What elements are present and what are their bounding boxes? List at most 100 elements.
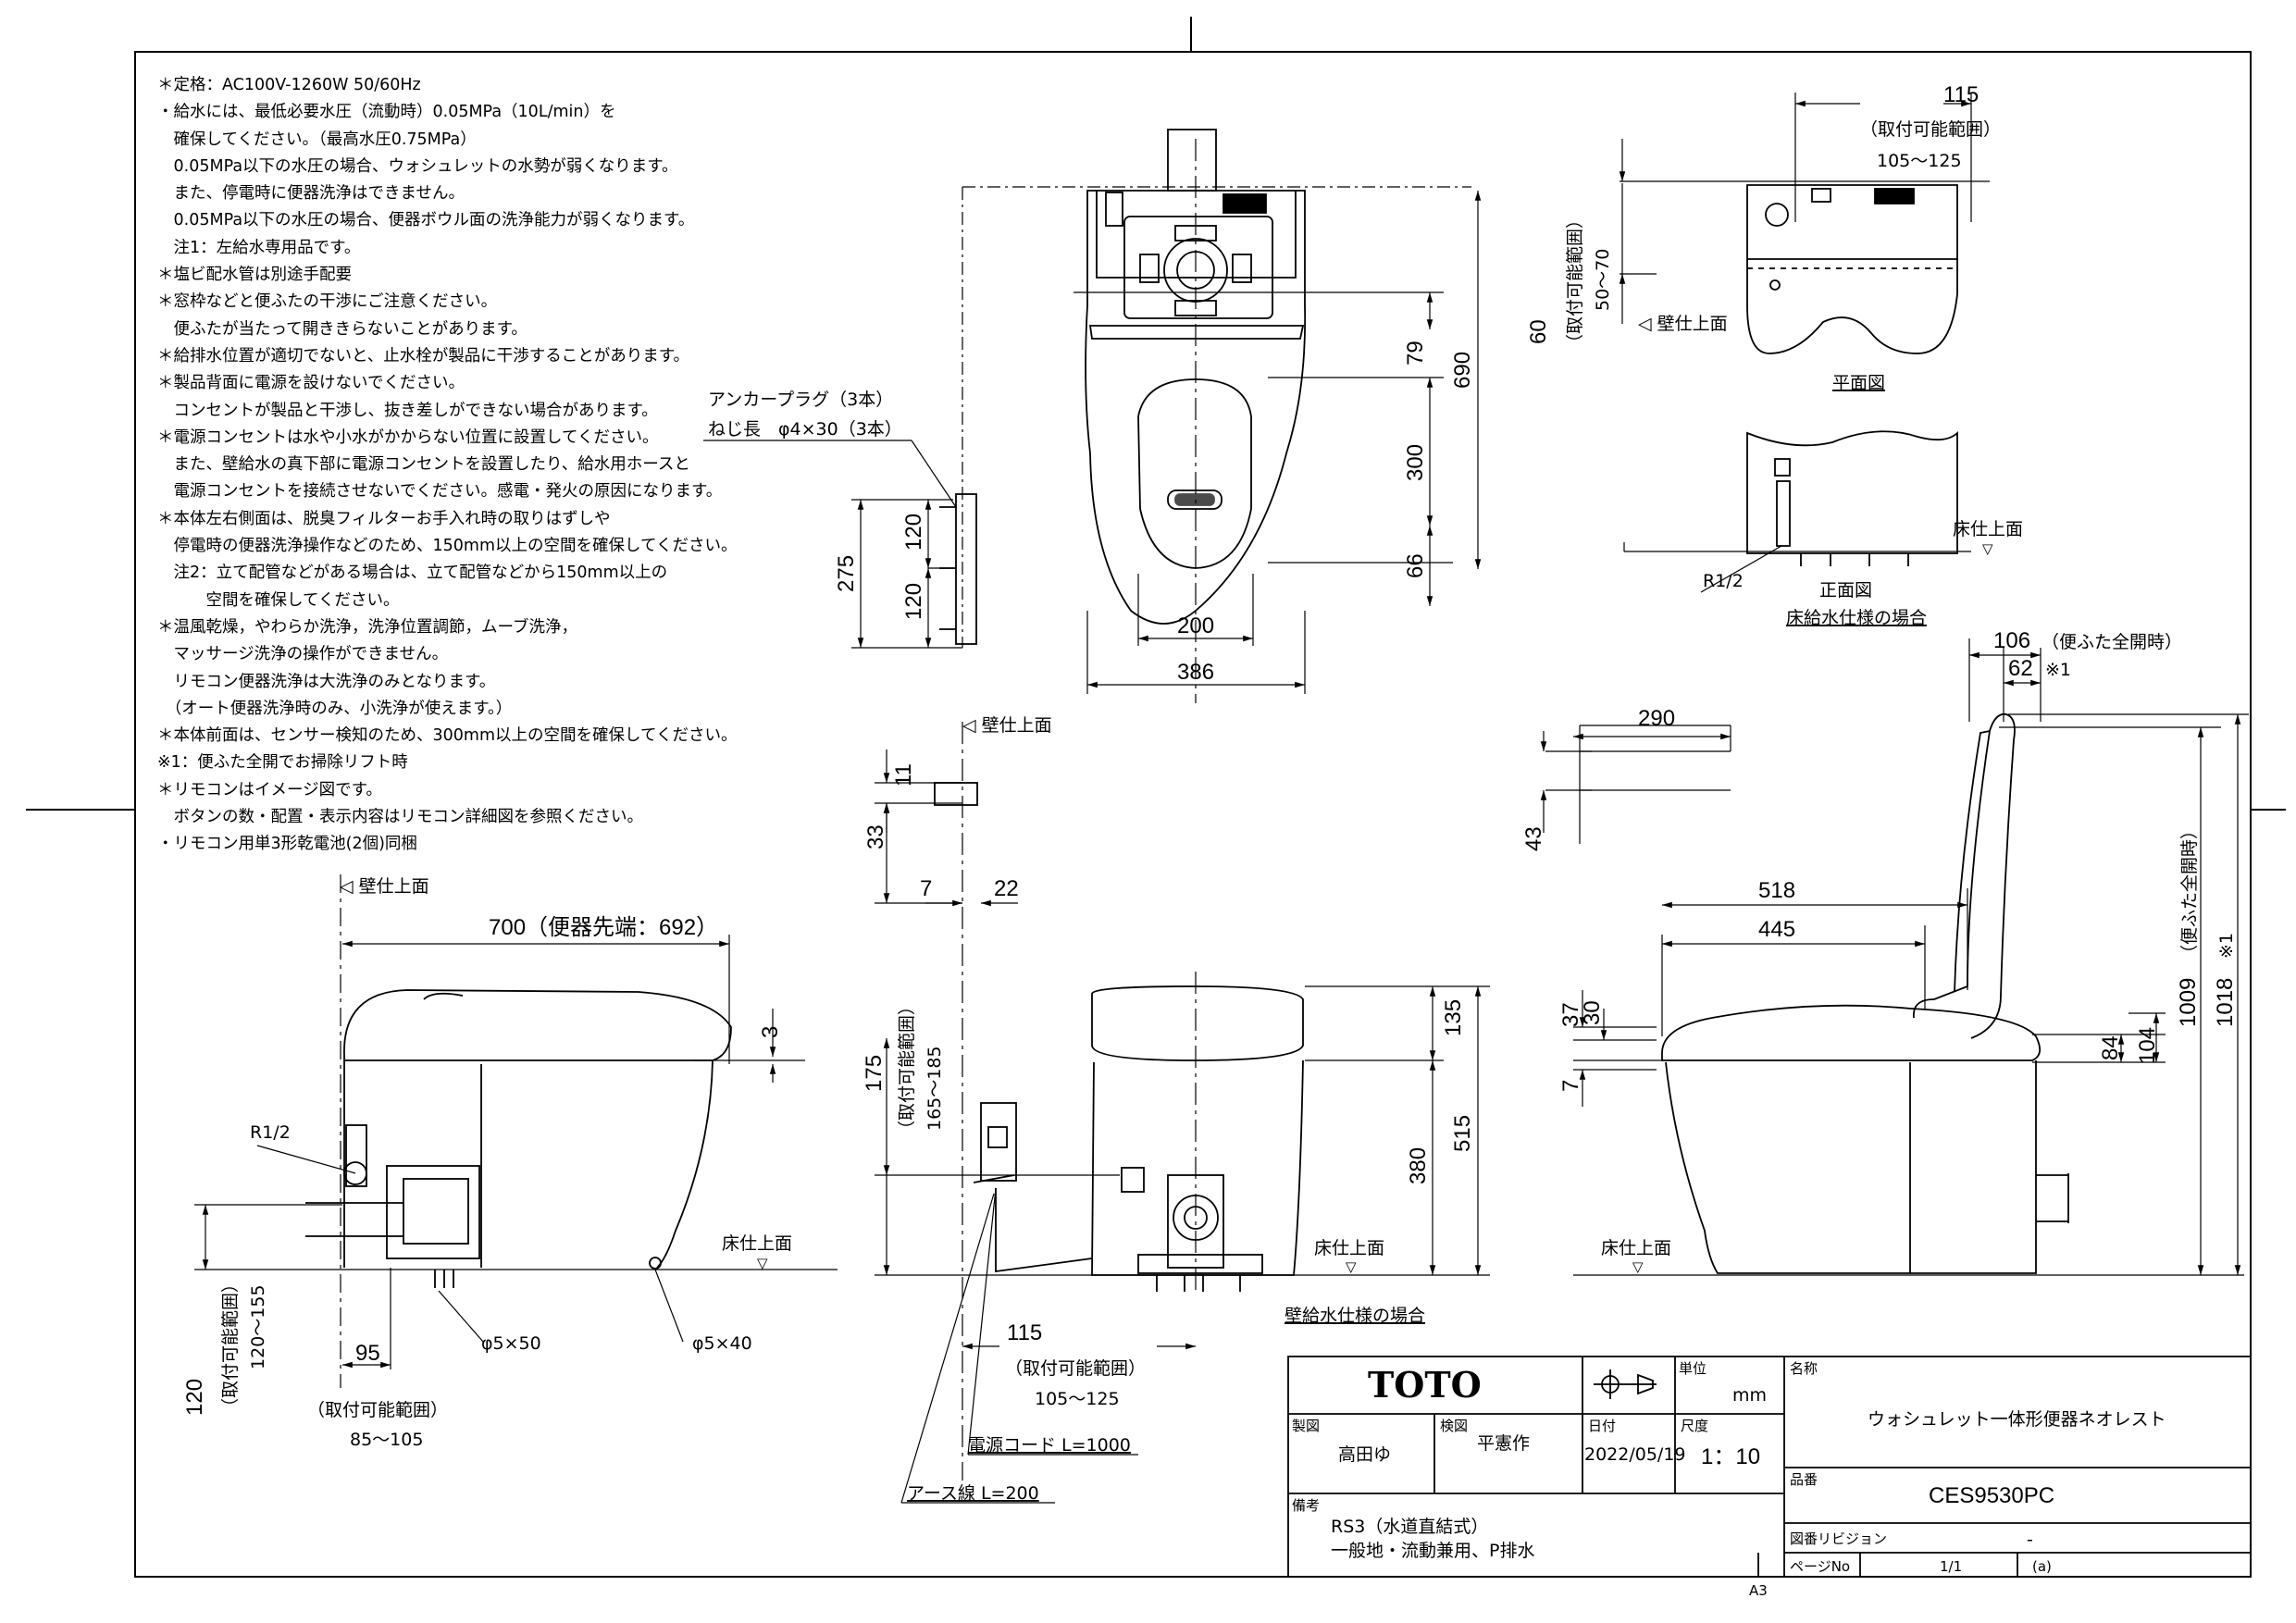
note-line: 空間を確保してください。	[157, 590, 400, 610]
dim-62: 62	[2008, 656, 2033, 681]
dim-7-center: 7	[920, 876, 932, 901]
floor-mark-front: ▽	[1982, 540, 1993, 557]
unit-value: mm	[1732, 1385, 1767, 1406]
dim-700: 700（便器先端：692）	[489, 915, 718, 940]
note-line: ＊電源コンセントは水や小水がかからない位置に設置してください。	[157, 427, 659, 447]
top-view-outline	[1085, 190, 1307, 625]
note-mark-top: ※1	[2045, 660, 2071, 680]
r12-left: R1/2	[250, 1122, 291, 1143]
checker-name: 平憲作	[1477, 1433, 1530, 1454]
title-block	[1287, 1356, 2252, 1578]
note-line: リモコン便器洗浄は大洗浄のみとなります。	[157, 672, 496, 691]
note-line: ＊温風乾燥，やわらか洗浄，洗浄位置調節，ムーブ洗浄，	[157, 617, 577, 637]
wall-top-plan: ◁ 壁仕上面	[1638, 314, 1728, 334]
sheet-border	[134, 51, 2252, 1578]
wall-supply-dims	[875, 722, 1490, 1504]
note-line: コンセントが製品と干渉し、抜き差しができない場合があります。	[157, 401, 658, 420]
note-line: ボタンの数・配置・表示内容はリモコン詳細図を参照ください。	[157, 808, 643, 827]
plan-view-title: 平面図	[1832, 373, 1885, 393]
anchor-plug-label: アンカープラグ（3本）	[708, 390, 893, 410]
dim-115-center: 115	[1007, 1320, 1042, 1345]
note-line: ＊本体左右側面は、脱臭フィルターお手入れ時の取りはずしや	[157, 509, 611, 528]
note-line: また、壁給水の真下部に電源コンセントを設置したり、給水用ホースと	[157, 455, 690, 475]
dim-84: 84	[2098, 1035, 2123, 1060]
note-line: 確保してください。（最高水圧0.75MPa）	[157, 130, 477, 149]
range-label-center: （取付可能範囲）	[1005, 1358, 1146, 1379]
date-value: 2022/05/19	[1584, 1444, 1686, 1465]
dim-175: 175	[862, 1055, 887, 1092]
note-line: 停電時の便器洗浄操作などのため、150mm以上の空間を確保してください。	[157, 537, 738, 556]
top-view	[939, 129, 1307, 645]
dim-135: 135	[1441, 999, 1466, 1036]
left-side-dims	[194, 874, 838, 1388]
right-side-labels: 290 43 106 （便ふた全開時） 62 ※1 518 445 37 30 …	[1521, 628, 2238, 1275]
dim-300: 300	[1403, 444, 1428, 481]
range-105-125-center: 105〜125	[1035, 1389, 1120, 1409]
range-label-left: （取付可能範囲）	[307, 1400, 448, 1420]
note-line: マッサージ洗浄の操作ができません。	[157, 645, 449, 664]
scale-label: 尺度	[1681, 1418, 1708, 1434]
floor-top-front: 床仕上面	[1953, 519, 2023, 539]
note-line: ＊本体前面は、センサー検知のため、300mm以上の空間を確保してください。	[157, 726, 738, 746]
range-85-105: 85〜105	[350, 1430, 423, 1450]
lid-open-full-label: （便ふた全開時）	[2179, 822, 2200, 962]
version-value: (a)	[2032, 1558, 2052, 1575]
dim-79: 79	[1403, 341, 1428, 365]
dim-7-right: 7	[1558, 1080, 1583, 1092]
dim-1018: 1018	[2213, 978, 2238, 1027]
dim-95: 95	[355, 1341, 380, 1366]
range-120-155: 120〜155	[248, 1284, 268, 1369]
front-view-title: 正面図	[1819, 580, 1872, 601]
dim-380: 380	[1406, 1147, 1431, 1184]
top-view-dims	[703, 139, 1482, 703]
notes-block: ＊定格：AC100V-1260W 50/60Hz・給水には、最低必要水圧（流動時…	[157, 72, 750, 859]
dim-515: 515	[1450, 1115, 1475, 1152]
dim-386: 386	[1177, 660, 1214, 685]
dim-11: 11	[891, 763, 916, 787]
date-label: 日付	[1588, 1418, 1616, 1434]
note-line: （オート便器洗浄時のみ、小洗浄が使えます。）	[157, 699, 513, 718]
top-view-labels: 690 79 300 66 200 386 275 120 120 アンカープラ…	[708, 341, 1475, 685]
range-50-70-plan: 50〜70	[1593, 249, 1613, 311]
floor-top-left: 床仕上面	[722, 1233, 792, 1254]
dim-104: 104	[2135, 1027, 2160, 1064]
note-line: ＊塩ビ配水管は別途手配要	[157, 266, 352, 285]
checker-label: 検図	[1440, 1418, 1468, 1434]
dim-66: 66	[1403, 553, 1428, 578]
wall-supply-view	[934, 782, 1304, 1292]
side-view-left	[305, 989, 732, 1288]
note-line: ・給水には、最低必要水圧（流動時）0.05MPa（10L/min）を	[157, 103, 616, 122]
wall-top-center: ◁ 壁仕上面	[962, 715, 1052, 736]
note-line: ＊給排水位置が適切でないと、止水栓が製品に干渉することがあります。	[157, 346, 690, 365]
front-lid-outline	[1091, 985, 1304, 1061]
note-line: ＊リモコンはイメージ図です。	[157, 780, 382, 799]
dim-290: 290	[1638, 706, 1675, 731]
plan-view	[1746, 184, 1958, 354]
plan-view-labels: 115 （取付可能範囲） 105〜125 60 （取付可能範囲） 50〜70 ◁…	[1526, 82, 2023, 628]
wall-supply-title: 壁給水仕様の場合	[1285, 1306, 1425, 1326]
plan-view-outline	[1746, 184, 1958, 354]
phi5x50-label: φ5×50	[481, 1333, 541, 1354]
dim-120b: 120	[901, 583, 926, 620]
range-105-125-plan: 105〜125	[1877, 151, 1962, 171]
dim-30: 30	[1580, 1000, 1605, 1025]
note-line: ・リモコン用単3形乾電池(2個)同梱	[157, 835, 417, 854]
note-line: 電源コンセントを接続させないでください。感電・発火の原因になります。	[157, 482, 723, 502]
dim-120-left: 120	[182, 1379, 207, 1416]
note-line: 0.05MPa以下の水圧の場合、ウォシュレットの水勢が弱くなります。	[157, 156, 678, 176]
floor-supply-title: 床給水仕様の場合	[1786, 608, 1927, 628]
anchor-screw-label: ねじ長 φ4×30（3本）	[708, 419, 902, 440]
remark-1: RS3（水道直結式）	[1331, 1517, 1488, 1537]
lid-open	[1913, 712, 2016, 1039]
floor-mark-center: ▽	[1346, 1258, 1357, 1275]
range-label-plan: （取付可能範囲）	[1860, 119, 2001, 140]
power-cord-label: 電源コード L=1000	[968, 1435, 1131, 1456]
dim-275: 275	[834, 555, 859, 592]
side-view-right	[1661, 712, 2069, 1274]
dim-1009: 1009	[2176, 978, 2201, 1027]
note-line: ※1：便ふた全開でお掃除リフト時	[157, 753, 408, 773]
range-165-185: 165〜185	[925, 1046, 945, 1131]
dim-60-plan: 60	[1526, 319, 1551, 344]
wall-top-left: ◁ 壁仕上面	[340, 876, 429, 897]
note-line: 注1：左給水専用品です。	[157, 238, 361, 257]
